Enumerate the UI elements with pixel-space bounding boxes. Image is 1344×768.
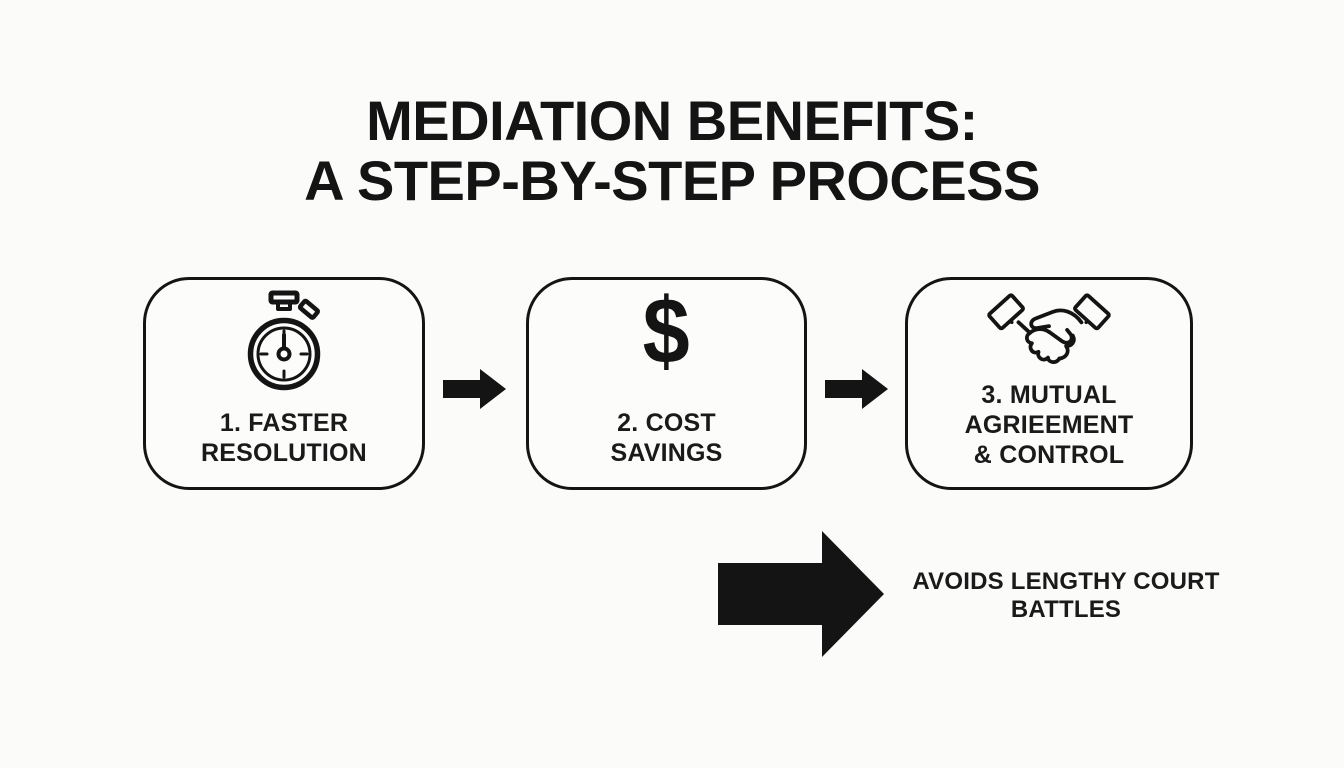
- step-label-mutual-agreement: 3. MUTUAL AGRIEEMENT & CONTROL: [908, 380, 1190, 470]
- step-1-line-2: RESOLUTION: [201, 439, 367, 467]
- dollar-icon: $: [529, 284, 804, 378]
- step-box-faster-resolution: 1. FASTER RESOLUTION: [143, 277, 425, 490]
- step-3-line-3: & CONTROL: [973, 441, 1125, 469]
- callout-line-2: BATTLES: [1010, 596, 1122, 623]
- page-title: MEDIATION BENEFITS: A STEP-BY-STEP PROCE…: [0, 91, 1344, 211]
- dollar-glyph: $: [642, 278, 691, 383]
- callout-line-1: AVOIDS LENGTHY COURT: [912, 568, 1220, 595]
- step-3-line-2: AGRIEEMENT: [964, 411, 1134, 439]
- step-box-mutual-agreement: 3. MUTUAL AGRIEEMENT & CONTROL: [905, 277, 1193, 490]
- step-label-faster-resolution: 1. FASTER RESOLUTION: [146, 408, 422, 468]
- flow-arrow-icon: [443, 368, 507, 410]
- flow-arrow-icon: [825, 368, 889, 410]
- step-3-line-1: 3. MUTUAL: [981, 381, 1117, 409]
- step-1-line-1: 1. FASTER: [219, 409, 349, 437]
- step-2-line-2: SAVINGS: [610, 439, 723, 467]
- callout-text: AVOIDS LENGTHY COURT BATTLES: [886, 568, 1246, 624]
- step-label-cost-savings: 2. COST SAVINGS: [529, 408, 804, 468]
- handshake-icon: [908, 288, 1190, 370]
- step-2-line-1: 2. COST: [617, 409, 716, 437]
- stopwatch-icon: [146, 290, 422, 396]
- callout-arrow-icon: [718, 530, 885, 658]
- step-box-cost-savings: $ 2. COST SAVINGS: [526, 277, 807, 490]
- title-line-2: A STEP-BY-STEP PROCESS: [304, 149, 1040, 212]
- title-line-1: MEDIATION BENEFITS:: [366, 89, 978, 152]
